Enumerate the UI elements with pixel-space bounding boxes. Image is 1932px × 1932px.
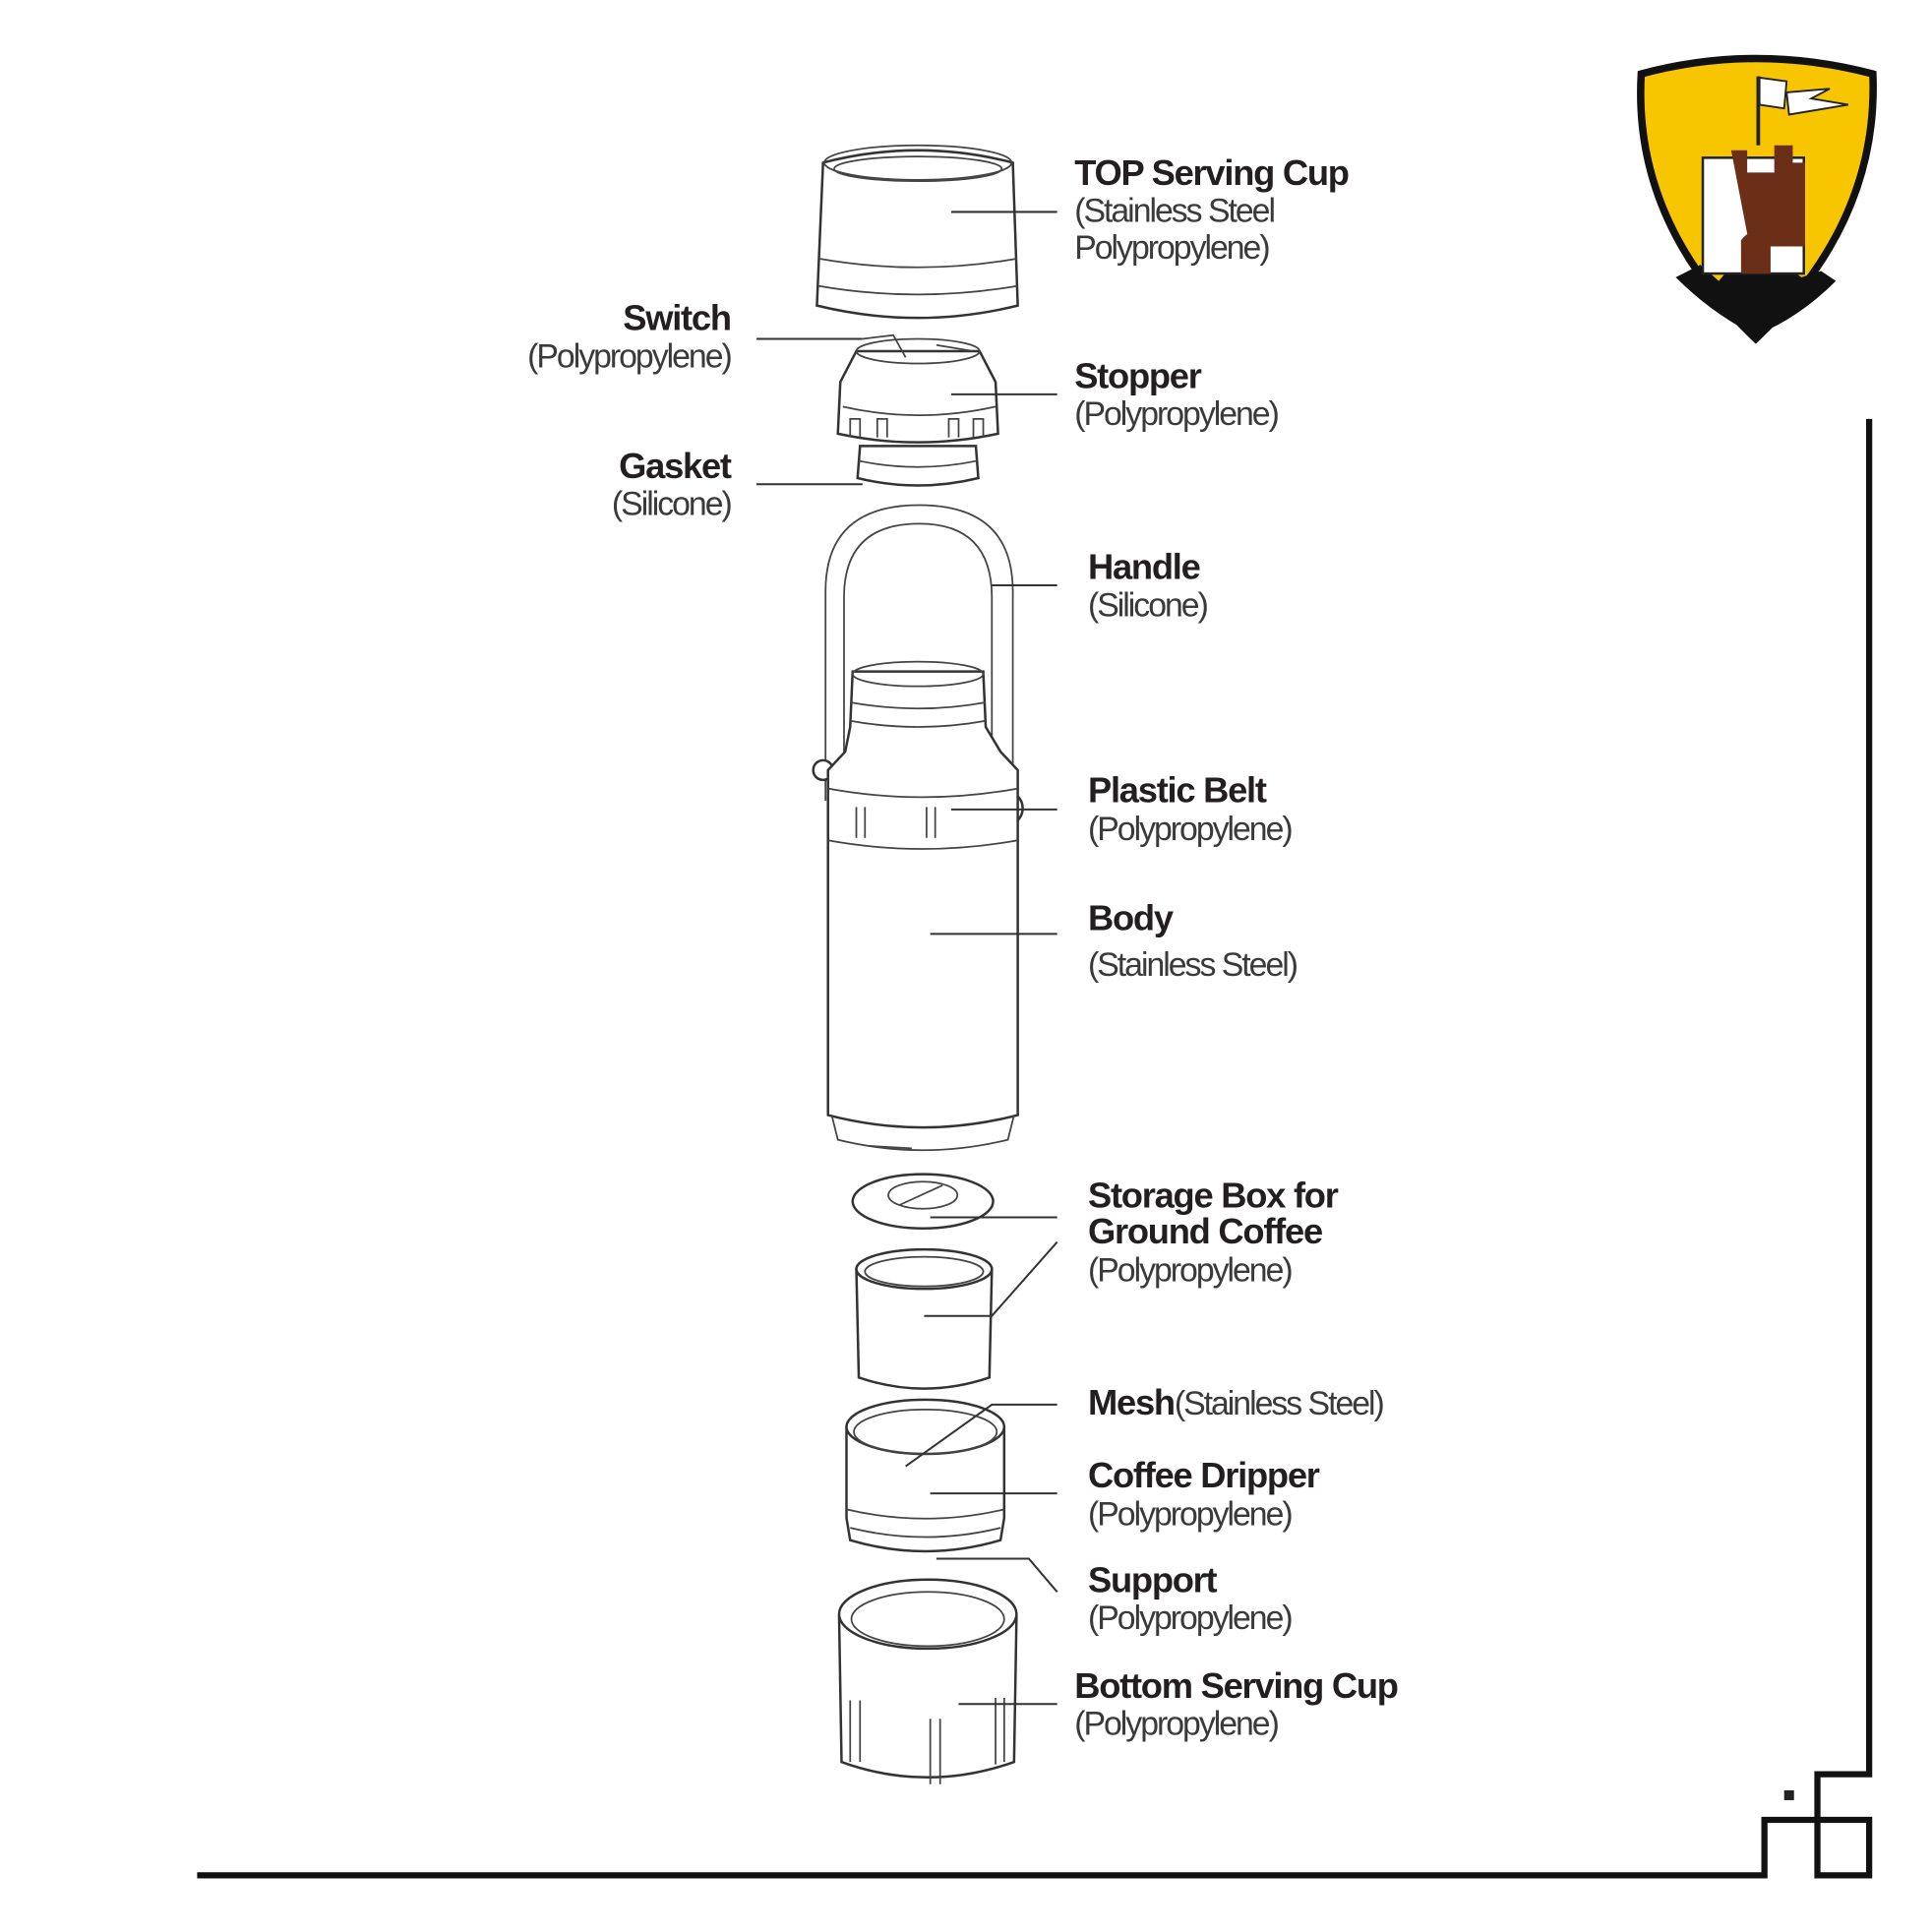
frame-dot xyxy=(1783,1789,1794,1800)
label-storage-box: Storage Box for Ground Coffee (Polypropy… xyxy=(1088,1176,1340,1290)
label-material: (Polypropylene) xyxy=(1088,1252,1292,1290)
label-title: Plastic Belt xyxy=(1088,769,1267,810)
storage-box-drawing xyxy=(851,1173,995,1390)
label-material: (Polypropylene) xyxy=(527,337,731,375)
label-support: Support (Polypropylene) xyxy=(1088,1559,1294,1637)
label-mesh: Mesh(Stainless Steel) xyxy=(1088,1382,1386,1422)
label-material: (Silicone) xyxy=(612,486,732,523)
label-material: (Polypropylene) xyxy=(1088,1600,1292,1637)
label-material: (Silicone) xyxy=(1088,586,1208,624)
label-material: (Polypropylene) xyxy=(1074,395,1278,433)
body-drawing xyxy=(826,660,1019,1152)
label-material: (Stainless Steel) xyxy=(1088,946,1298,984)
label-material: (Polypropylene) xyxy=(1088,1496,1292,1534)
label-body: Body (Stainless Steel) xyxy=(1088,898,1299,984)
label-title: Support xyxy=(1088,1559,1218,1600)
label-top-serving-cup: TOP Serving Cup (Stainless Steel Polypro… xyxy=(1074,152,1350,267)
label-stopper: Stopper (Polypropylene) xyxy=(1074,356,1280,434)
decorative-frame xyxy=(197,418,1873,1879)
top-serving-cup-drawing xyxy=(815,144,1019,320)
coffee-dripper-drawing xyxy=(845,1398,1006,1553)
label-coffee-dripper: Coffee Dripper (Polypropylene) xyxy=(1088,1455,1321,1534)
label-material: (Stainless Steel xyxy=(1074,192,1274,229)
label-title: Handle xyxy=(1088,547,1200,587)
svg-text:Mesh(Stainless Steel): Mesh(Stainless Steel) xyxy=(1088,1382,1384,1422)
label-title: Gasket xyxy=(619,446,732,486)
label-material: (Stainless Steel) xyxy=(1175,1385,1384,1422)
label-title: Stopper xyxy=(1074,356,1202,396)
label-bottom-serving-cup: Bottom Serving Cup (Polypropylene) xyxy=(1074,1665,1399,1743)
stopper-drawing xyxy=(836,333,999,487)
label-material: (Polypropylene) xyxy=(1074,1706,1278,1743)
label-title: Bottom Serving Cup xyxy=(1074,1665,1398,1706)
label-title: Ground Coffee xyxy=(1088,1211,1322,1251)
bottom-serving-cup-drawing xyxy=(837,1578,1018,1784)
label-switch: Switch (Polypropylene) xyxy=(527,298,733,376)
label-material: (Polypropylene) xyxy=(1088,811,1292,848)
leader-lines xyxy=(756,211,1058,1706)
label-title: TOP Serving Cup xyxy=(1074,152,1349,193)
label-title: Mesh xyxy=(1088,1382,1175,1422)
label-title: Coffee Dripper xyxy=(1088,1455,1320,1495)
label-plastic-belt: Plastic Belt (Polypropylene) xyxy=(1088,769,1294,848)
label-material: Polypropylene) xyxy=(1074,229,1269,267)
label-title: Switch xyxy=(623,298,731,338)
label-gasket: Gasket (Silicone) xyxy=(612,446,734,523)
label-title: Body xyxy=(1088,898,1174,938)
castle-shield-icon xyxy=(1637,54,1877,344)
label-handle: Handle (Silicone) xyxy=(1088,547,1210,625)
label-title: Storage Box for xyxy=(1088,1176,1339,1216)
